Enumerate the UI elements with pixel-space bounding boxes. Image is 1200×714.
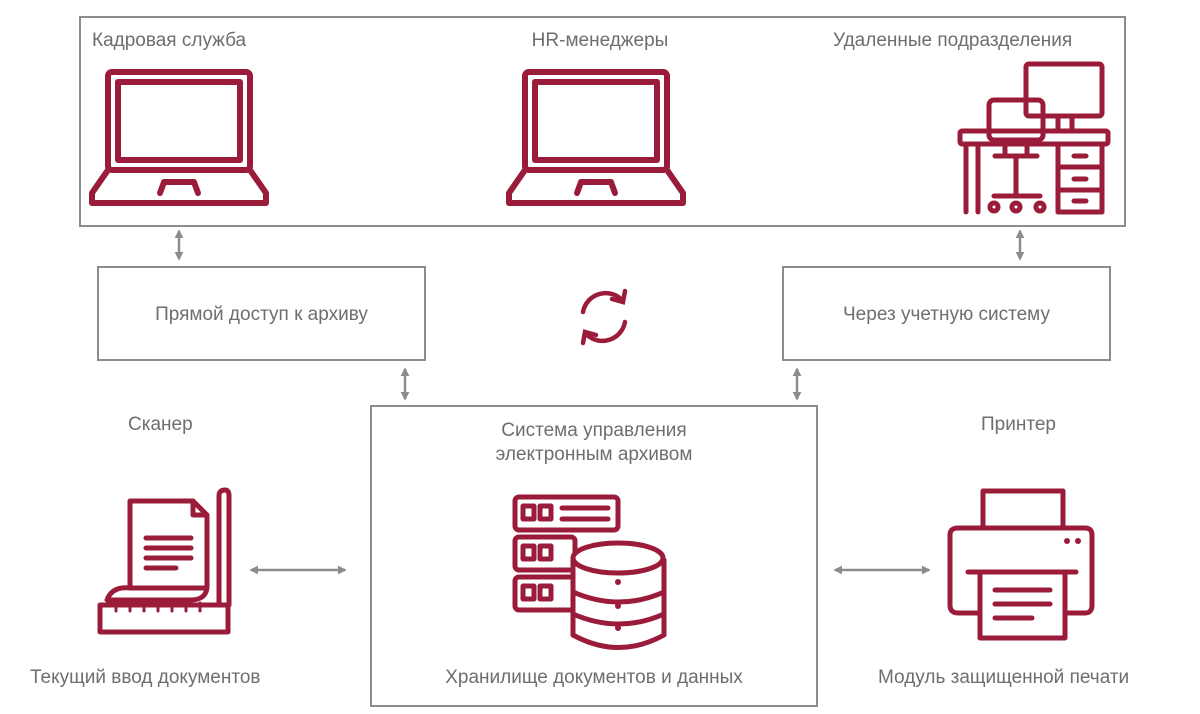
hr-managers-label: HR-менеджеры	[531, 30, 669, 51]
system-title-line2: электронным архивом	[495, 444, 693, 465]
printer-icon	[947, 488, 1095, 641]
remote-units-label: Удаленные подразделения	[833, 30, 1073, 51]
database-dots	[615, 579, 621, 631]
laptop-icon	[89, 69, 269, 206]
printer-lights	[1064, 538, 1081, 544]
system-caption: Хранилище документов и данных	[445, 667, 743, 688]
laptop-icon	[506, 69, 686, 206]
direct-access-box	[97, 266, 426, 361]
accounting-access-label: Через учетную систему	[843, 304, 1050, 325]
connector-arrows	[174, 229, 1025, 575]
printer-caption: Модуль защищенной печати	[878, 667, 1130, 688]
users-group-box	[79, 16, 1126, 227]
sync-icon	[580, 288, 628, 346]
system-title-line1: Система управления	[501, 420, 687, 441]
scanner-caption: Текущий ввод документов	[30, 667, 261, 688]
archive-system-box	[370, 405, 818, 707]
workplace-icon	[957, 61, 1111, 215]
direct-access-label: Прямой доступ к архиву	[155, 304, 368, 325]
hr-service-label: Кадровая служба	[92, 30, 247, 51]
database-icon	[512, 494, 667, 650]
scanner-title: Сканер	[128, 414, 193, 435]
scanner-icon	[97, 487, 232, 635]
accounting-access-box	[782, 266, 1111, 361]
printer-title: Принтер	[981, 414, 1056, 435]
